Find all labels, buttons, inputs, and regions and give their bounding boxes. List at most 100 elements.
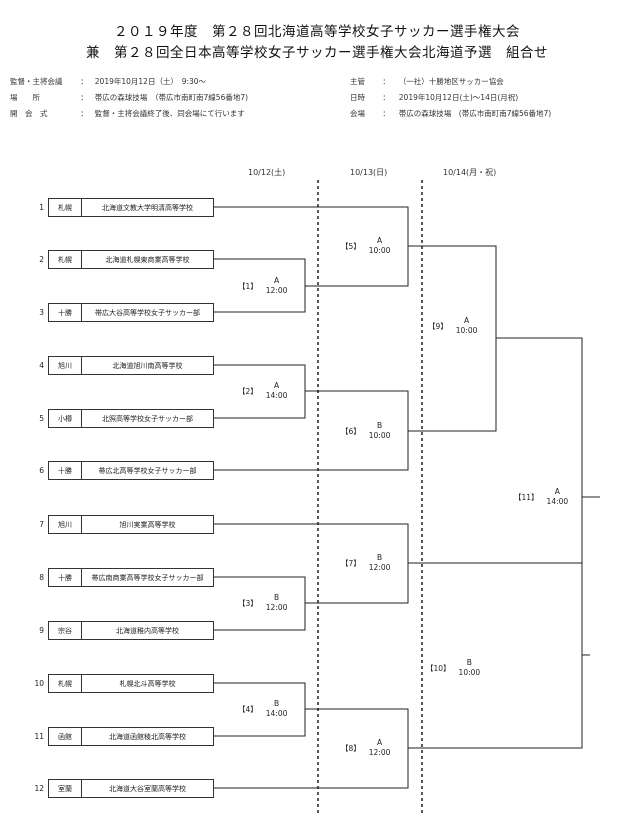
team-number: 3 [39, 308, 44, 317]
match-time: 10:00 [368, 246, 391, 255]
match-id: 【3】 [238, 599, 258, 608]
match-time: 10:00 [455, 326, 478, 335]
info-left-row-3: 開 会 式 ： 監督・主将会議終了後、同会場にて行います [10, 109, 245, 118]
team-region: 旭川 [49, 516, 82, 533]
match-id: 【5】 [341, 242, 361, 251]
match-time: 12:00 [368, 748, 391, 757]
match-time: 10:00 [368, 431, 391, 440]
team-number: 9 [39, 626, 44, 635]
title-line-2: 兼 第２８回全日本高等学校女子サッカー選手権大会北海道予選 組合せ [86, 45, 548, 61]
date-day-2: 10/13(日) [350, 168, 388, 177]
team-region: 宗谷 [49, 622, 82, 639]
match-time: 14:00 [265, 709, 288, 718]
match-id: 【9】 [428, 322, 448, 331]
team-region: 札幌 [49, 251, 82, 268]
info-left-row-2: 場 所 ： 帯広の森球技場 （帯広市南町南7線56番地7) [10, 93, 249, 102]
match-id: 【1】 [238, 282, 258, 291]
team-number: 10 [34, 679, 44, 688]
match-time: 10:00 [458, 668, 481, 677]
team-row: 十勝 帯広北高等学校女子サッカー部 [48, 461, 214, 480]
team-school: 帯広大谷高等学校女子サッカー部 [95, 308, 200, 317]
team-school: 北海道旭川南高等学校 [112, 361, 183, 370]
team-school: 札幌北斗高等学校 [119, 679, 176, 688]
bracket-m11 [496, 337, 583, 655]
team-row: 函館 北海道函館稜北高等学校 [48, 727, 214, 746]
match-id: 【11】 [514, 493, 539, 502]
match-id: 【10】 [426, 664, 451, 673]
team-number: 6 [39, 466, 44, 475]
match-time: 12:00 [265, 603, 288, 612]
match-field: B [274, 593, 280, 602]
team-school: 旭川実業高等学校 [119, 520, 176, 529]
team-number: 8 [39, 573, 44, 582]
team-row: 室蘭 北海道大谷室蘭高等学校 [48, 779, 214, 798]
bracket-m10 [422, 562, 583, 749]
team-region: 十勝 [49, 462, 82, 479]
title-line-1: ２０１９年度 第２８回北海道高等学校女子サッカー選手権大会 [114, 24, 520, 40]
match-field: B [274, 699, 280, 708]
bracket-m9 [422, 245, 497, 432]
match-field: A [377, 738, 383, 747]
team-school: 北海道稚内高等学校 [116, 626, 179, 635]
team-region: 十勝 [49, 569, 82, 586]
info-right-row-2: 日時 ： 2019年10月12日(土)〜14日(月祝) [350, 93, 519, 102]
team-school: 帯広北高等学校女子サッカー部 [98, 466, 197, 475]
info-right-row-1: 主管 ： （一社）十勝地区サッカー協会 [350, 77, 504, 86]
team-number: 5 [39, 414, 44, 423]
match-field: B [466, 658, 472, 667]
team-row: 旭川 旭川実業高等学校 [48, 515, 214, 534]
team-school: 北海道大谷室蘭高等学校 [109, 784, 186, 793]
team-row: 札幌 北海道札幌東商業高等学校 [48, 250, 214, 269]
match-field: A [274, 276, 280, 285]
match-time: 12:00 [368, 563, 391, 572]
team-region: 十勝 [49, 304, 82, 321]
match-id: 【2】 [238, 387, 258, 396]
match-field: B [377, 553, 383, 562]
team-region: 札幌 [49, 199, 82, 216]
info-right-row-3: 会場 ： 帯広の森球技場 (帯広市南町南7線56番地7) [350, 109, 552, 118]
team-row: 小樽 北照高等学校女子サッカー部 [48, 409, 214, 428]
team-school: 帯広南商業高等学校女子サッカー部 [91, 573, 204, 582]
match-field: A [554, 487, 560, 496]
team-school: 北海道文教大学明清高等学校 [102, 203, 193, 212]
date-day-3: 10/14(月・祝) [443, 168, 497, 177]
info-left-row-1: 監督・主将会議 ： 2019年10月12日（土） 9:30〜 [10, 77, 207, 86]
team-number: 12 [34, 784, 44, 793]
team-region: 函館 [49, 728, 82, 745]
date-day-1: 10/12(土) [248, 168, 286, 177]
team-region: 札幌 [49, 675, 82, 692]
match-field: A [274, 381, 280, 390]
team-number: 7 [39, 520, 44, 529]
team-number: 1 [39, 203, 44, 212]
match-field: B [377, 421, 383, 430]
match-time: 14:00 [546, 497, 569, 506]
team-row: 札幌 札幌北斗高等学校 [48, 674, 214, 693]
team-number: 2 [39, 255, 44, 264]
team-row: 旭川 北海道旭川南高等学校 [48, 356, 214, 375]
match-field: A [377, 236, 383, 245]
team-school: 北海道函館稜北高等学校 [109, 732, 186, 741]
match-time: 12:00 [265, 286, 288, 295]
team-region: 小樽 [49, 410, 82, 427]
match-id: 【7】 [341, 559, 361, 568]
match-id: 【6】 [341, 427, 361, 436]
team-number: 4 [39, 361, 44, 370]
team-row: 宗谷 北海道稚内高等学校 [48, 621, 214, 640]
team-row: 十勝 帯広南商業高等学校女子サッカー部 [48, 568, 214, 587]
team-row: 十勝 帯広大谷高等学校女子サッカー部 [48, 303, 214, 322]
team-school: 北照高等学校女子サッカー部 [102, 414, 193, 423]
match-time: 14:00 [265, 391, 288, 400]
team-row: 札幌 北海道文教大学明清高等学校 [48, 198, 214, 217]
team-number: 11 [34, 732, 44, 741]
team-school: 北海道札幌東商業高等学校 [105, 255, 190, 264]
